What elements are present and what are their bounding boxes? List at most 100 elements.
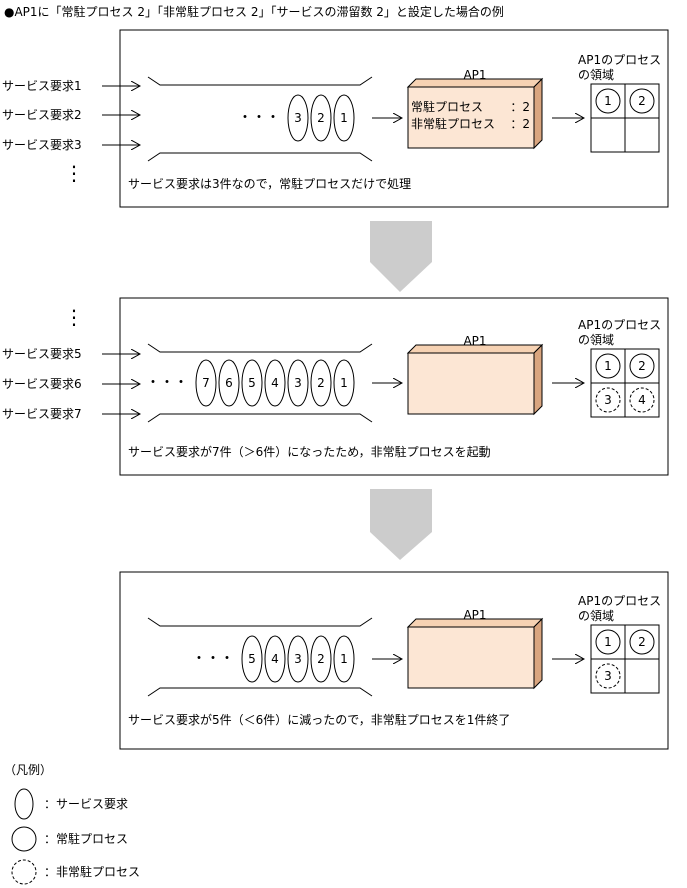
queue-top-line: [147, 343, 373, 353]
service-request-4: [264, 635, 286, 683]
ap1-box-front: [407, 352, 535, 415]
request-label-3: サービス要求3: [2, 138, 82, 152]
resident-process-2: [629, 88, 655, 114]
setting-value-2: ：2: [510, 117, 530, 131]
legend-label-service-request: ：サービス要求: [44, 797, 128, 811]
service-request-number: 2: [317, 652, 325, 666]
service-request-7: [195, 359, 217, 407]
ap1-box-front: [407, 626, 535, 689]
service-request-number: 5: [248, 376, 256, 390]
service-request-number: 6: [225, 376, 233, 390]
queue-ellipsis: ・・・: [238, 110, 280, 126]
queue-top-line: [147, 76, 373, 86]
area-label-line1: AP1のプロセス: [578, 53, 661, 67]
resident-process-number: 1: [604, 635, 612, 649]
ap1-box-top: [406, 618, 544, 628]
setting-label-2: 非常駐プロセス: [411, 116, 495, 131]
down-arrows: [370, 221, 432, 560]
request-label-2: サービス要求6: [2, 377, 82, 391]
service-request-3: [287, 359, 309, 407]
request-label-1: サービス要求5: [2, 347, 82, 361]
resident-process-2: [629, 629, 655, 655]
panel-caption: サービス要求が7件（＞6件）になったため，非常駐プロセスを起動: [128, 444, 491, 459]
service-request-3: [287, 635, 309, 683]
setting-value-1: ：2: [510, 100, 530, 114]
legend-service-request-symbol: [14, 788, 34, 820]
area-label-line2: の領域: [578, 608, 614, 623]
setting-label-1: 常駐プロセス: [411, 99, 483, 114]
service-request-1: [333, 359, 355, 407]
ap1-box-side: [533, 343, 543, 416]
resident-process-number: 1: [604, 94, 612, 108]
resident-process-1: [595, 629, 621, 655]
service-request-number: 5: [248, 652, 256, 666]
down-arrow-2: [370, 489, 432, 560]
queue-ellipsis: ・・・: [192, 651, 234, 667]
resident-process-number: 2: [638, 94, 646, 108]
panel-caption: サービス要求は3件なので，常駐プロセスだけで処理: [128, 176, 411, 191]
queue-top-line: [147, 617, 373, 627]
nonresident-process-3: [595, 663, 621, 689]
request-label-3: サービス要求7: [2, 407, 82, 421]
service-request-2: [310, 635, 332, 683]
service-request-number: 3: [294, 376, 302, 390]
legend-label-nonresident-process: ：非常駐プロセス: [44, 864, 140, 879]
nonresident-process-number: 3: [604, 393, 612, 407]
service-request-number: 4: [271, 652, 279, 666]
resident-process-number: 2: [638, 359, 646, 373]
area-label-line1: AP1のプロセス: [578, 594, 661, 608]
area-label-line2: の領域: [578, 67, 614, 82]
resident-process-number: 2: [638, 635, 646, 649]
legend: （凡例） ：サービス要求 ：常駐プロセス ：非常駐プロセス: [4, 763, 140, 885]
queue-bottom-line: [147, 687, 373, 697]
vertical-ellipsis: ⋮: [64, 305, 84, 329]
resident-process-1: [595, 88, 621, 114]
service-request-number: 3: [294, 652, 302, 666]
request-label-1: サービス要求1: [2, 79, 82, 93]
area-label-line1: AP1のプロセス: [578, 318, 661, 332]
service-request-number: 1: [340, 376, 348, 390]
diagram-title: ●AP1に「常駐プロセス 2」「非常駐プロセス 2」「サービスの滞留数 2」と設…: [4, 4, 504, 19]
ap1-box-side: [533, 77, 543, 150]
resident-process-2: [629, 353, 655, 379]
nonresident-process-3: [595, 387, 621, 413]
ap1-box-top: [406, 344, 544, 354]
queue-bottom-line: [147, 413, 373, 423]
nonresident-process-number: 4: [638, 393, 646, 407]
legend-resident-process-symbol: [11, 826, 37, 852]
service-request-number: 4: [271, 376, 279, 390]
resident-process-1: [595, 353, 621, 379]
nonresident-process-number: 3: [604, 669, 612, 683]
down-arrow-1: [370, 221, 432, 292]
service-request-number: 2: [317, 111, 325, 125]
service-request-3: [287, 94, 309, 142]
service-request-5: [241, 635, 263, 683]
service-request-number: 1: [340, 111, 348, 125]
resident-process-number: 1: [604, 359, 612, 373]
legend-label-resident-process: ：常駐プロセス: [44, 831, 128, 846]
legend-title: （凡例）: [4, 763, 52, 777]
ap1-box-top: [406, 78, 544, 88]
service-request-number: 7: [202, 376, 210, 390]
panel-caption: サービス要求が5件（＜6件）に減ったので，非常駐プロセスを1件終了: [128, 712, 510, 727]
legend-nonresident-process-symbol: [11, 859, 37, 885]
queue-ellipsis: ・・・: [146, 375, 188, 391]
service-request-number: 2: [317, 376, 325, 390]
request-label-2: サービス要求2: [2, 108, 82, 122]
area-label-line2: の領域: [578, 332, 614, 347]
ap1-box-front: [407, 86, 535, 149]
nonresident-process-4: [629, 387, 655, 413]
service-request-4: [264, 359, 286, 407]
service-request-1: [333, 635, 355, 683]
service-request-number: 1: [340, 652, 348, 666]
vertical-ellipsis: ⋮: [64, 161, 84, 185]
service-request-2: [310, 359, 332, 407]
queue-bottom-line: [147, 152, 373, 162]
service-request-number: 3: [294, 111, 302, 125]
ap1-box-side: [533, 617, 543, 690]
